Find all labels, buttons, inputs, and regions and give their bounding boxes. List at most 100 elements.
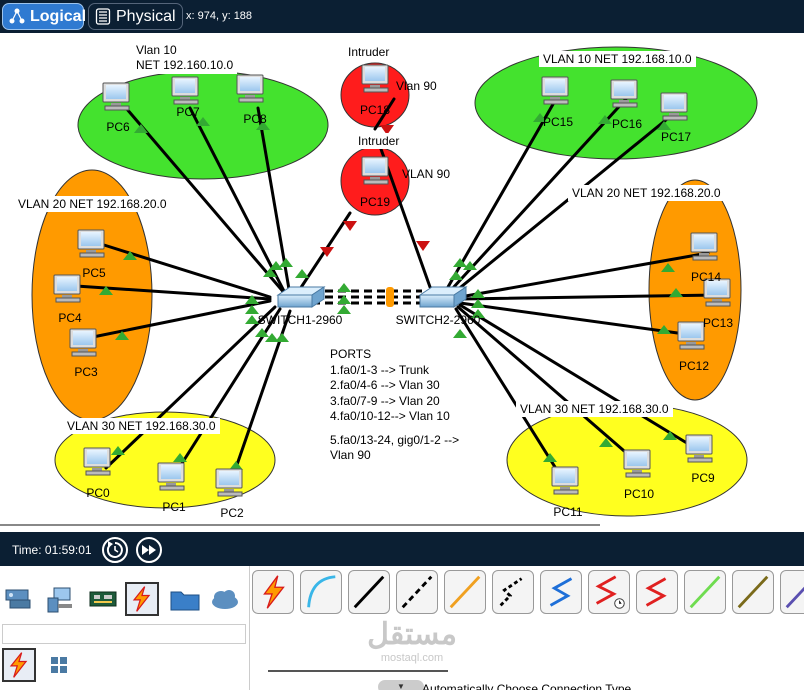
switch2-label: SWITCH2-2960	[395, 313, 481, 327]
pc3-icon[interactable]	[68, 327, 100, 359]
copper-cross-cable-icon[interactable]	[396, 570, 438, 614]
pc4-label: PC4	[58, 311, 82, 325]
switch1-label: SWITCH1-2960	[257, 313, 343, 327]
fast-forward-icon	[142, 545, 156, 555]
device-subtype-bar	[2, 624, 246, 644]
ports-note-line: 4.fa0/10-12--> Vlan 10	[330, 409, 450, 423]
pc13-icon[interactable]	[702, 277, 734, 309]
pc9-icon[interactable]	[684, 433, 716, 465]
pc19-icon[interactable]	[360, 155, 392, 187]
folder-icon[interactable]	[168, 582, 202, 616]
pc5-label: PC5	[82, 266, 106, 280]
pc17-icon[interactable]	[659, 91, 691, 123]
pc2-label: PC2	[220, 506, 244, 520]
pc10-label: PC10	[623, 487, 655, 501]
pc8-icon[interactable]	[235, 73, 267, 105]
pc16-icon[interactable]	[609, 78, 641, 110]
components-icon[interactable]	[86, 582, 120, 616]
logical-workspace[interactable]: Vlan 10 NET 192.160.10.0 VLAN 10 NET 192…	[0, 33, 804, 520]
workspace-toolbar: Logical Physical x: 974, y: 188	[0, 0, 804, 33]
pc10-icon[interactable]	[622, 448, 654, 480]
switch2-icon	[418, 286, 468, 308]
serial-dte-cable-icon[interactable]	[636, 570, 678, 614]
iot-custom-cable-icon[interactable]	[732, 570, 774, 614]
link-up-indicators	[99, 113, 683, 470]
end-devices-icon[interactable]	[44, 582, 78, 616]
pc14-icon[interactable]	[689, 231, 721, 263]
trunk-links	[312, 289, 422, 305]
pc0-label: PC0	[86, 486, 110, 500]
pc6-label: PC6	[106, 120, 130, 134]
pc5-icon[interactable]	[76, 228, 108, 260]
pc15-icon[interactable]	[540, 75, 572, 107]
usb-cable-icon[interactable]	[780, 570, 804, 614]
switch2-links	[373, 97, 720, 485]
network-nodes-icon	[9, 8, 25, 24]
pc13-label: PC13	[702, 316, 734, 330]
pc12-label: PC12	[678, 359, 710, 373]
realtime-bar: Time: 01:59:01	[0, 532, 804, 566]
vlan10-right-label: VLAN 10 NET 192.168.10.0	[539, 51, 696, 67]
fiber-cable-icon[interactable]	[444, 570, 486, 614]
connection-subtype-icon[interactable]	[2, 648, 36, 682]
trunk-blocked-indicator	[386, 287, 394, 307]
cursor-coordinates: x: 974, y: 188	[186, 10, 253, 22]
pc6-icon[interactable]	[101, 81, 133, 113]
pc1-label: PC1	[162, 500, 186, 514]
pc0-icon[interactable]	[82, 446, 114, 478]
pc16-label: PC16	[611, 117, 643, 131]
intruder2-label: Intruder	[354, 133, 404, 149]
lightning-connection-icon[interactable]	[125, 582, 159, 616]
octal-cable-icon[interactable]	[684, 570, 726, 614]
reset-clock-button[interactable]	[102, 537, 128, 563]
ports-note-line: Vlan 90	[330, 448, 371, 462]
serial-dce-cable-icon[interactable]	[588, 570, 630, 614]
ports-note-line: 1.fa0/1-3 --> Trunk	[330, 362, 430, 377]
film-strip-icon	[95, 8, 111, 25]
scrollbar-thumb[interactable]	[0, 524, 600, 526]
pc2-icon[interactable]	[214, 467, 246, 499]
console-cable-icon[interactable]	[300, 570, 342, 614]
device-toolbox: مستقل mostaql.com ▼ Automatically Choose…	[0, 566, 804, 690]
pc7-icon[interactable]	[170, 75, 202, 107]
vlan10-left-label: Vlan 10 NET 192.160.10.0	[132, 42, 238, 74]
coaxial-cable-icon[interactable]	[540, 570, 582, 614]
workspace-horizontal-scrollbar[interactable]	[0, 522, 804, 530]
cloud-icon[interactable]	[208, 582, 242, 616]
panel-divider	[268, 670, 448, 672]
pc4-icon[interactable]	[52, 273, 84, 305]
ports-note-title: PORTS	[330, 347, 372, 361]
pc8-label: PC8	[243, 112, 267, 126]
vlan10-left-title: Vlan 10	[136, 43, 177, 57]
pc11-icon[interactable]	[550, 465, 582, 497]
phone-cable-icon[interactable]	[492, 570, 534, 614]
vlan20-left-label: VLAN 20 NET 192.168.20.0	[14, 196, 171, 212]
network-devices-icon[interactable]	[2, 582, 36, 616]
device-categories	[0, 566, 250, 690]
pc15-label: PC15	[542, 115, 574, 129]
ports-note: PORTS 1.fa0/1-3 --> Trunk 2.fa0/4-6 --> …	[324, 345, 470, 466]
collapse-toggle-button[interactable]: ▼	[378, 680, 424, 690]
watermark-arabic: مستقل	[367, 618, 457, 651]
reset-clock-icon	[106, 541, 123, 558]
pc19-label: PC19	[359, 195, 391, 209]
physical-view-button[interactable]: Physical	[88, 3, 183, 30]
pc12-icon[interactable]	[676, 320, 708, 352]
pc1-icon[interactable]	[156, 461, 188, 493]
pc18-icon[interactable]	[360, 63, 392, 95]
intruder2-vlan-label: VLAN 90	[402, 167, 451, 181]
vlan30-left-label: VLAN 30 NET 192.168.30.0	[63, 418, 220, 434]
fast-forward-button[interactable]	[136, 537, 162, 563]
grid-view-icon[interactable]	[48, 654, 70, 676]
simulation-time: Time: 01:59:01	[12, 543, 92, 557]
pc7-label: PC7	[176, 105, 200, 119]
logical-view-label: Logical	[30, 8, 87, 25]
connection-type-description: Automatically Choose Connection Type	[422, 682, 632, 690]
ports-note-line: 3.fa0/7-9 --> Vlan 20	[330, 393, 440, 408]
auto-connection-icon[interactable]	[252, 570, 294, 614]
pc18-label: PC18	[359, 103, 391, 117]
logical-view-button[interactable]: Logical	[2, 3, 87, 30]
ports-note-spacer	[330, 425, 464, 433]
pc3-label: PC3	[74, 365, 98, 379]
copper-straight-cable-icon[interactable]	[348, 570, 390, 614]
